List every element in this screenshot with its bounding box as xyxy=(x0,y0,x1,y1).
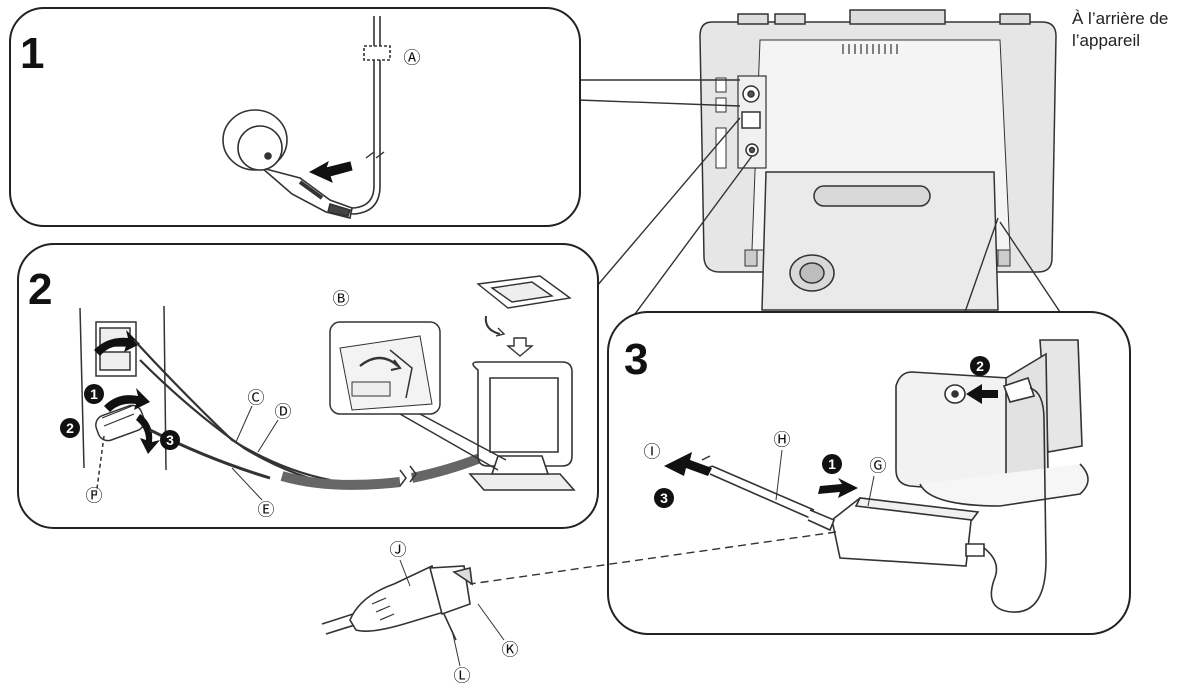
down-arrow xyxy=(506,337,534,357)
panel-3: 3 xyxy=(469,311,1131,635)
panel-3-number: 3 xyxy=(624,335,648,384)
am-lead-wires xyxy=(133,339,482,490)
panel-1: 1 Ⓐ xyxy=(9,7,581,227)
cable-break xyxy=(399,465,417,487)
panel-1-frame xyxy=(9,7,581,227)
bullet-2-panel-3: 2 xyxy=(970,356,990,376)
bullet-1-text: 1 xyxy=(828,456,836,472)
vent-slots xyxy=(842,44,898,54)
am-loop-antenna xyxy=(468,361,576,491)
release-arrow xyxy=(94,330,140,356)
ac-cord xyxy=(709,465,836,532)
bullet-2-text: 2 xyxy=(976,358,984,374)
bullet-3-panel-2: 3 xyxy=(160,430,180,450)
insert-arrow xyxy=(308,160,353,183)
bullet-3-panel-3: 3 xyxy=(654,488,674,508)
label-e: Ⓔ xyxy=(258,501,275,520)
ac-plug xyxy=(321,564,474,641)
pull-arrow xyxy=(664,452,712,476)
label-k: Ⓚ xyxy=(502,641,519,660)
bullet-1-panel-3: 1 xyxy=(822,454,842,474)
bullet-1-text: 1 xyxy=(90,386,98,402)
label-l: Ⓛ xyxy=(454,667,471,686)
loop-antenna-folded xyxy=(476,275,572,337)
dc-plug-arrow xyxy=(966,384,998,404)
dc-cord xyxy=(975,376,1047,613)
label-c: Ⓒ xyxy=(248,389,265,408)
bullet-2-text: 2 xyxy=(66,420,74,436)
rear-of-unit-caption: À l’arrière de l’appareil xyxy=(1072,8,1168,52)
label-f: Ⓕ xyxy=(86,487,103,506)
detail-inset xyxy=(329,321,507,471)
caption-line-2: l’appareil xyxy=(1072,31,1141,50)
label-d: Ⓓ xyxy=(275,403,292,422)
bullet-3-text: 3 xyxy=(660,490,668,506)
label-h: Ⓗ xyxy=(774,431,791,450)
leader-lines-2 xyxy=(231,405,279,501)
bullet-2-panel-2: 2 xyxy=(60,418,80,438)
leader-lines-plug xyxy=(399,559,505,667)
label-b: Ⓑ xyxy=(333,290,350,309)
antenna-socket xyxy=(222,109,288,171)
panel-2: 2 xyxy=(17,243,599,529)
caption-line-1: À l’arrière de xyxy=(1072,9,1169,28)
panel-2-number: 2 xyxy=(28,265,52,314)
panel-2-frame xyxy=(17,243,599,529)
bullet-1-panel-2: 1 xyxy=(84,384,104,404)
label-a: Ⓐ xyxy=(404,49,421,68)
label-g: Ⓖ xyxy=(870,457,887,476)
turn-arrow-1 xyxy=(104,388,150,412)
adaptor-to-plug-dashed xyxy=(469,531,837,585)
panel-1-number: 1 xyxy=(20,29,44,78)
bullet-3-text: 3 xyxy=(166,432,174,448)
push-arrow xyxy=(818,478,858,498)
turn-arrow-2 xyxy=(136,414,160,454)
leader-lines-3 xyxy=(775,449,875,507)
ac-adaptor xyxy=(831,497,985,567)
label-j: Ⓙ xyxy=(390,541,407,560)
unit-side-view xyxy=(895,339,1089,507)
unit-rear-view xyxy=(699,9,1057,311)
fm-connector-plug xyxy=(261,167,353,219)
label-i: Ⓘ xyxy=(644,443,661,462)
fm-antenna-wire xyxy=(329,16,391,215)
